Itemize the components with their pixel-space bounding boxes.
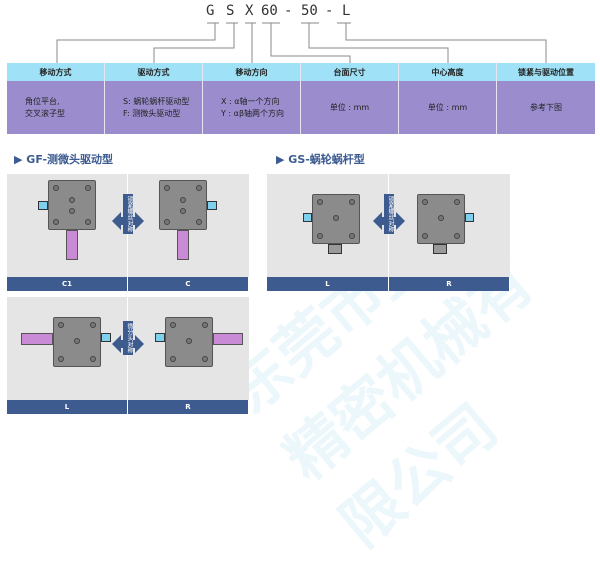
- cell: 单位 : mm: [301, 81, 398, 134]
- cell: S: 蜗轮蜗杆驱动型 F: 测微头驱动型: [105, 81, 202, 134]
- code-char: S: [226, 3, 235, 19]
- stage-r: [165, 317, 213, 367]
- cell-line: Y : αβ轴两个方向: [221, 108, 285, 118]
- column-table-size: 台面尺寸 单位 : mm: [301, 63, 399, 134]
- code-char: -: [284, 3, 293, 19]
- model-spec-table: 移动方式 角位平台, 交叉滚子型 驱动方式 S: 蜗轮蜗杆驱动型 F: 测微头驱动型…: [7, 63, 595, 134]
- lock-knob: [465, 213, 474, 222]
- micrometer-head: [213, 333, 243, 345]
- panel-gf-c1-c: 锁紧螺丝对称 C1 C: [7, 174, 249, 291]
- stage-r: [417, 194, 465, 244]
- micrometer-head: [66, 230, 78, 260]
- header: 驱动方式: [105, 63, 202, 81]
- label-r: R: [389, 277, 510, 291]
- panel-gf-l-r: 微分头对称 L R: [7, 297, 249, 414]
- header: 锁紧与驱动位置: [497, 63, 595, 81]
- lock-knob: [303, 213, 312, 222]
- micrometer-head: [21, 333, 53, 345]
- cell: 角位平台, 交叉滚子型: [7, 81, 104, 134]
- cell-line: 交叉滚子型: [25, 108, 65, 118]
- label-r: R: [128, 400, 249, 414]
- stage-l: [53, 317, 101, 367]
- column-motion-type: 移动方式 角位平台, 交叉滚子型: [7, 63, 105, 134]
- code-char: -: [325, 3, 334, 19]
- connector-lines: [56, 22, 547, 63]
- lock-knob: [207, 201, 217, 210]
- header: 移动方式: [7, 63, 104, 81]
- symmetry-label: 锁紧螺丝对称: [384, 194, 394, 234]
- label-l: L: [267, 277, 389, 291]
- label-c: C: [128, 277, 249, 291]
- stage-l: [312, 194, 360, 244]
- cell-line: 单位 : mm: [329, 102, 370, 112]
- panel-gs-l-r: 锁紧螺丝对称 L R: [267, 174, 510, 291]
- cell: X : α轴一个方向 Y : αβ轴两个方向: [203, 81, 300, 134]
- cell: 单位 : mm: [399, 81, 496, 134]
- code-char: X: [245, 3, 254, 19]
- cell-line: 参考下图: [530, 102, 562, 112]
- header: 中心高度: [399, 63, 496, 81]
- column-direction: 移动方向 X : α轴一个方向 Y : αβ轴两个方向: [203, 63, 301, 134]
- model-code: G S X 60 - 50 - L: [0, 3, 600, 23]
- stage-c1: [48, 180, 96, 230]
- label-c1: C1: [7, 277, 128, 291]
- code-char: L: [342, 3, 351, 19]
- column-drive-type: 驱动方式 S: 蜗轮蜗杆驱动型 F: 测微头驱动型: [105, 63, 203, 134]
- lock-knob: [38, 201, 48, 210]
- cell-line: X : α轴一个方向: [221, 96, 280, 106]
- stage-c: [159, 180, 207, 230]
- cell-line: F: 测微头驱动型: [123, 108, 181, 118]
- symmetry-label: 锁紧螺丝对称: [123, 194, 133, 234]
- gs-section-title: ▶ GS-蜗轮蜗杆型: [276, 153, 365, 166]
- cell-line: 单位 : mm: [427, 102, 468, 112]
- worm-knob: [328, 244, 342, 254]
- header: 移动方向: [203, 63, 300, 81]
- column-lock-position: 锁紧与驱动位置 参考下图: [497, 63, 595, 134]
- code-char: 50: [301, 3, 318, 19]
- label-l: L: [7, 400, 128, 414]
- worm-knob: [433, 244, 447, 254]
- lock-knob: [155, 333, 165, 342]
- gf-section-title: ▶ GF-测微头驱动型: [14, 153, 114, 166]
- symmetry-label: 微分头对称: [123, 321, 133, 355]
- cell-line: 角位平台,: [25, 96, 60, 106]
- code-char: G: [206, 3, 215, 19]
- cell: 参考下图: [497, 81, 595, 134]
- lock-knob: [101, 333, 111, 342]
- header: 台面尺寸: [301, 63, 398, 81]
- cell-line: S: 蜗轮蜗杆驱动型: [123, 96, 190, 106]
- micrometer-head: [177, 230, 189, 260]
- column-center-height: 中心高度 单位 : mm: [399, 63, 497, 134]
- code-char: 60: [261, 3, 278, 19]
